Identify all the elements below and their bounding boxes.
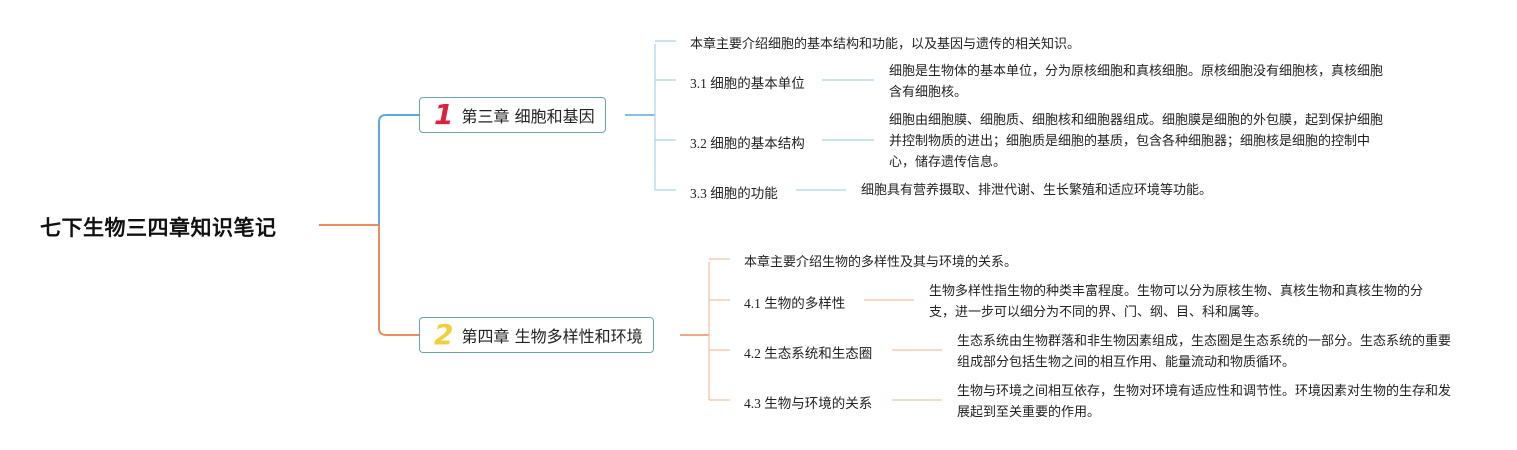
chapter-title: 第四章 生物多样性和环境 bbox=[461, 327, 643, 346]
section-3-1-detail[interactable]: 细胞是生物体的基本单位，分为原核细胞和真核细胞。原核细胞没有细胞核，真核细胞含有… bbox=[889, 64, 1384, 100]
section-4-3-detail[interactable]: 生物与环境之间相互依存，生物对环境有适应性和调节性。环境因素对生物的生存和发展起… bbox=[957, 384, 1452, 420]
chapter-node-1[interactable]: 1 第三章 细胞和基因 bbox=[419, 97, 606, 133]
chapter-title: 第三章 细胞和基因 bbox=[461, 107, 595, 126]
root-to-chapter2-connector bbox=[378, 225, 419, 336]
section-4-1-detail[interactable]: 生物多样性指生物的种类丰富程度。生物可以分为原核生物、真核生物和真核生物的分支，… bbox=[929, 284, 1424, 320]
section-3-1[interactable]: 3.1 细胞的基本单位 bbox=[690, 76, 805, 91]
section-4-2-detail[interactable]: 生态系统由生物群落和非生物因素组成，生态圈是生态系统的一部分。生态系统的重要组成… bbox=[957, 334, 1452, 370]
root-to-chapter1-connector bbox=[378, 114, 419, 225]
number-two-icon: 2 bbox=[434, 318, 454, 351]
section-3-2[interactable]: 3.2 细胞的基本结构 bbox=[690, 136, 805, 151]
section-3-3[interactable]: 3.3 细胞的功能 bbox=[690, 186, 778, 201]
section-3-3-detail[interactable]: 细胞具有营养摄取、排泄代谢、生长繁殖和适应环境等功能。 bbox=[861, 183, 1213, 198]
section-4-2[interactable]: 4.2 生态系统和生态圈 bbox=[744, 346, 873, 361]
chapter-node-2[interactable]: 2 第四章 生物多样性和环境 bbox=[419, 317, 654, 353]
section-4-1[interactable]: 4.1 生物的多样性 bbox=[744, 296, 846, 311]
chapter1-intro[interactable]: 本章主要介绍细胞的基本结构和功能，以及基因与遗传的相关知识。 bbox=[690, 37, 1081, 52]
section-4-3[interactable]: 4.3 生物与环境的关系 bbox=[744, 396, 873, 411]
chapter2-intro[interactable]: 本章主要介绍生物的多样性及其与环境的关系。 bbox=[744, 255, 1018, 270]
root-topic[interactable]: 七下生物三四章知识笔记 bbox=[40, 216, 277, 240]
number-one-icon: 1 bbox=[434, 98, 454, 131]
section-3-2-detail[interactable]: 细胞由细胞膜、细胞质、细胞核和细胞器组成。细胞膜是细胞的外包膜，起到保护细胞并控… bbox=[889, 113, 1384, 170]
